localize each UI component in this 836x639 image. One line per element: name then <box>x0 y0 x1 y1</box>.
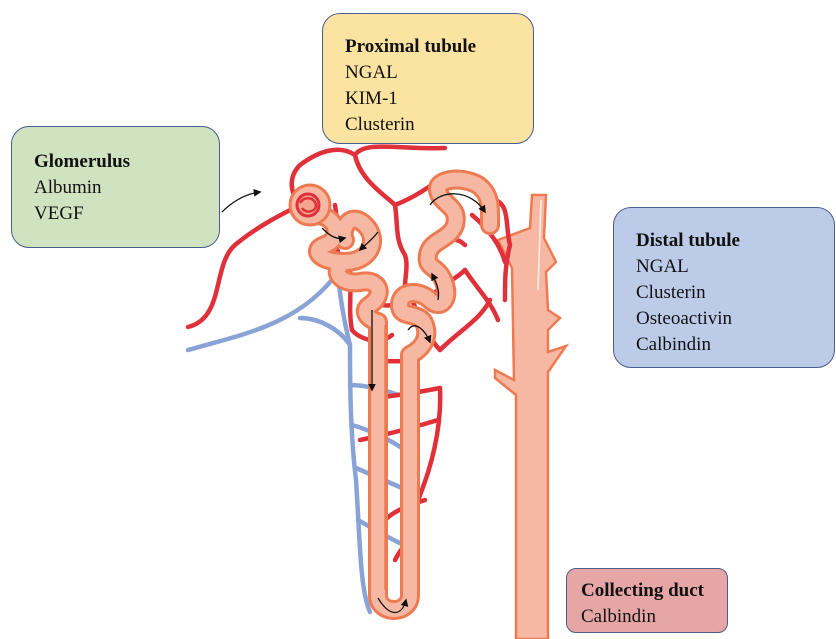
distal-marker: Clusterin <box>636 280 812 306</box>
collecting-duct-title: Collecting duct <box>581 578 713 604</box>
proximal-marker: NGAL <box>345 60 511 86</box>
collecting-marker: Calbindin <box>581 604 713 630</box>
glomerulus-marker: VEGF <box>34 201 197 227</box>
distal-marker: Calbindin <box>636 332 812 358</box>
distal-tubule-title: Distal tubule <box>636 228 812 254</box>
glomerulus-title: Glomerulus <box>34 149 197 175</box>
proximal-tubule-box: Proximal tubule NGAL KIM-1 Clusterin <box>322 13 534 144</box>
collecting-duct-box: Collecting duct Calbindin <box>566 568 728 633</box>
distal-tubule-box: Distal tubule NGAL Clusterin Osteoactivi… <box>613 207 835 368</box>
glomerulus-box: Glomerulus Albumin VEGF <box>11 126 220 248</box>
distal-marker: NGAL <box>636 254 812 280</box>
distal-marker: Osteoactivin <box>636 306 812 332</box>
proximal-tubule-title: Proximal tubule <box>345 34 511 60</box>
proximal-marker: KIM-1 <box>345 86 511 112</box>
proximal-marker: Clusterin <box>345 112 511 138</box>
glomerulus-marker: Albumin <box>34 175 197 201</box>
